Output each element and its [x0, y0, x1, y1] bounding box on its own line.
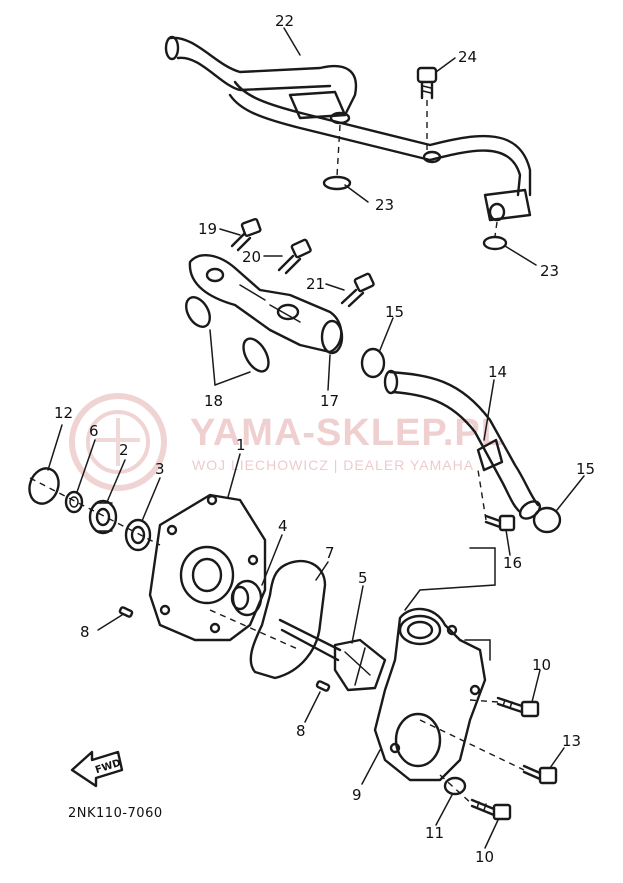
part-10-bolt-upper: [496, 696, 540, 718]
part-1-housing-cover: [148, 493, 267, 642]
callout-23-lower: 23: [540, 262, 559, 280]
callout-21: 21: [306, 275, 325, 293]
callout-17: 17: [320, 392, 339, 410]
callout-15-lower: 15: [576, 460, 595, 478]
callout-16: 16: [503, 554, 522, 572]
part-24-bolt: [416, 66, 438, 155]
callout-11: 11: [425, 824, 444, 842]
part-4-impeller-hub: [230, 579, 263, 617]
watermark-logo: [69, 393, 167, 491]
part-6-seal: [64, 490, 84, 514]
part-5-impeller-shaft: [278, 618, 387, 692]
guide-line: [477, 469, 487, 521]
part-12-o-ring: [28, 467, 60, 505]
watermark-subtitle: WOJ LIECHOWICZ | DEALER YAMAHA: [192, 457, 474, 473]
part-8-dowel-pin-left: [118, 606, 134, 618]
callout-labels: 22 24 23 23 19 20 21 15 18 17 14 15 16 1…: [54, 12, 595, 866]
callout-23-upper: 23: [375, 196, 394, 214]
callout-8-right: 8: [296, 722, 306, 740]
callout-24: 24: [458, 48, 477, 66]
callout-9: 9: [352, 786, 362, 804]
fwd-arrow-icon: FWD: [70, 750, 124, 788]
callout-10-lower: 10: [475, 848, 494, 866]
callout-leaders: [47, 27, 585, 849]
catalog-code: 2NK110-7060: [68, 806, 163, 821]
part-9-pump-housing: [373, 607, 487, 782]
part-23-o-ring-lower: [482, 235, 508, 251]
part-11-washer: [443, 776, 467, 796]
part-7-gasket: [249, 559, 327, 680]
callout-13: 13: [562, 732, 581, 750]
callout-20: 20: [242, 248, 261, 266]
part-8-dowel-pin-right: [315, 680, 331, 692]
part-21-bolt: [340, 272, 375, 308]
callout-7: 7: [325, 544, 335, 562]
part-15-o-ring-lower: [532, 506, 562, 534]
guide-line: [494, 221, 498, 237]
callout-10-upper: 10: [532, 656, 551, 674]
part-14-hose: [383, 369, 542, 520]
callout-2: 2: [119, 441, 129, 459]
part-17-pipe-joint: [188, 254, 344, 355]
callout-12: 12: [54, 404, 73, 422]
callout-3: 3: [155, 460, 165, 478]
assembly-guide-lines: [209, 547, 525, 805]
callout-22: 22: [275, 12, 294, 30]
callout-8-left: 8: [80, 623, 90, 641]
callout-4: 4: [278, 517, 288, 535]
part-15-o-ring-upper: [360, 347, 386, 379]
part-19-bolt: [230, 217, 262, 252]
callout-19: 19: [198, 220, 217, 238]
shaft-axis-line: [29, 477, 161, 546]
watermark: YAMA-SKLEP.PL WOJ LIECHOWICZ | DEALER YA…: [69, 393, 505, 491]
part-3-seal: [124, 518, 152, 552]
part-13-bolt: [522, 764, 558, 785]
part-18-o-ring-a: [185, 296, 211, 328]
part-2-bearing: [88, 499, 118, 535]
part-20-bolt: [277, 238, 312, 275]
callout-1: 1: [236, 436, 246, 454]
guide-line: [336, 124, 341, 177]
part-18-o-ring-b: [242, 337, 270, 373]
part-22-water-pipe: [164, 35, 532, 222]
watermark-title: YAMA-SKLEP.PL: [190, 412, 505, 454]
part-23-o-ring-upper: [322, 175, 352, 191]
part-16-bolt: [484, 514, 516, 532]
callout-6: 6: [89, 422, 99, 440]
callout-5: 5: [358, 569, 368, 587]
callout-15-upper: 15: [385, 303, 404, 321]
callout-18: 18: [204, 392, 223, 410]
part-10-bolt-lower: [470, 798, 512, 821]
callout-14: 14: [488, 363, 507, 381]
